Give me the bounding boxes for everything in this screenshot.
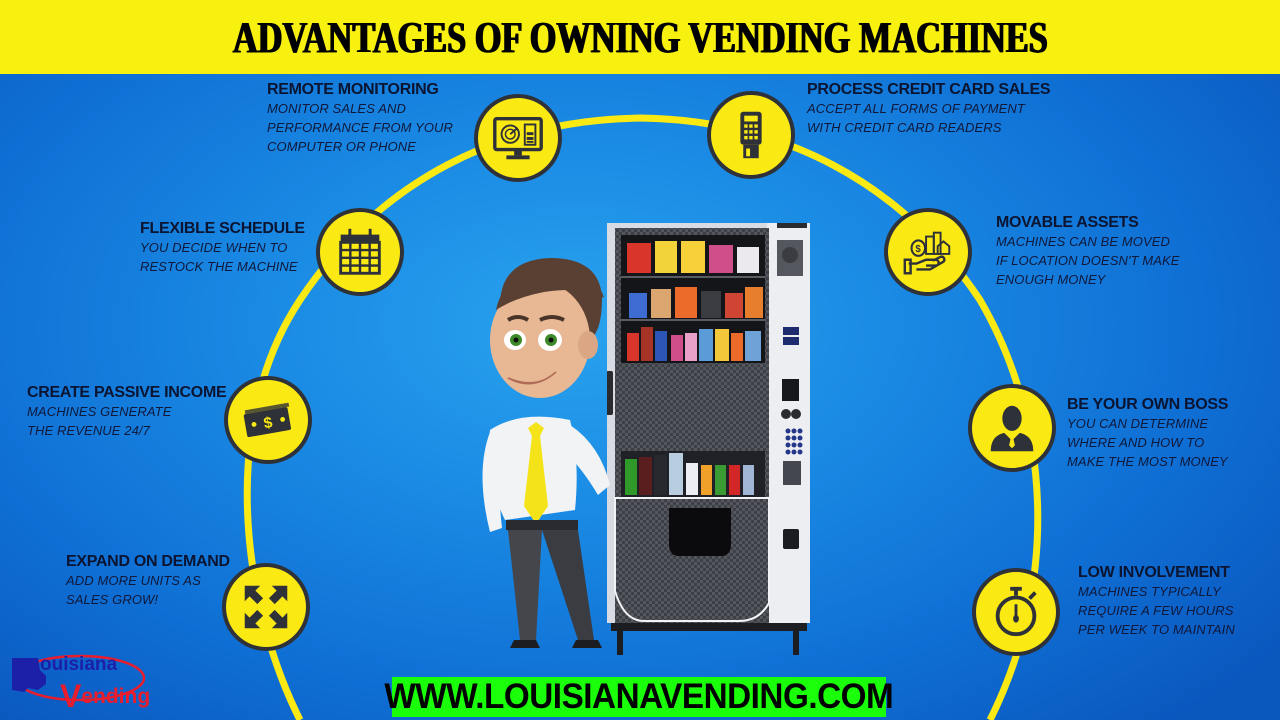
dollar-bill-icon: $ [224,376,312,464]
feature-desc-line: THE REVENUE 24/7 [27,423,150,438]
feature-title: MOVABLE ASSETS [996,214,1139,231]
feature-flexible-schedule: FLEXIBLE SCHEDULE YOU DECIDE WHEN TO RES… [140,220,305,276]
logo-text-vending: Vending [60,674,151,714]
logo-initial-v: V [60,678,82,714]
feature-title: LOW INVOLVEMENT [1078,564,1230,581]
page-title: ADVANTAGES OF OWNING VENDING MACHINES [232,12,1048,62]
hand-assets-icon: $ [884,208,972,296]
stopwatch-icon [972,568,1060,656]
title-banner: ADVANTAGES OF OWNING VENDING MACHINES [0,0,1280,74]
logo-text-ending: ending [81,685,151,708]
feature-desc-line: WHERE AND HOW TO [1067,435,1205,450]
feature-desc-line: ENOUGH MONEY [996,272,1106,287]
website-url-banner[interactable]: WWW.LOUISIANAVENDING.COM [385,677,894,717]
feature-title: CREATE PASSIVE INCOME [27,384,227,401]
feature-desc-line: MACHINES GENERATE [27,404,172,419]
feature-desc-line: SALES GROW! [66,592,159,607]
feature-title: REMOTE MONITORING [267,81,439,98]
feature-desc-line: COMPUTER OR PHONE [267,139,417,154]
feature-desc-line: MAKE THE MOST MONEY [1067,454,1228,469]
feature-desc-line: PER WEEK TO MAINTAIN [1078,622,1235,637]
feature-expand-demand: EXPAND ON DEMAND ADD MORE UNITS AS SALES… [66,553,230,609]
feature-desc-line: YOU DECIDE WHEN TO [140,240,288,255]
louisiana-vending-logo: ouisiana Vending [8,648,151,714]
feature-remote-monitoring: REMOTE MONITORING MONITOR SALES AND PERF… [267,81,453,156]
feature-desc-line: ADD MORE UNITS AS [66,573,201,588]
feature-desc-line: RESTOCK THE MACHINE [140,259,298,274]
businessman-icon [968,384,1056,472]
logo-text-louisiana: ouisiana [40,654,118,675]
feature-own-boss: BE YOUR OWN BOSS YOU CAN DETERMINE WHERE… [1067,396,1228,471]
feature-desc-line: MONITOR SALES AND [267,101,406,116]
feature-desc-line: WITH CREDIT CARD READERS [807,120,1002,135]
feature-credit-card: PROCESS CREDIT CARD SALES ACCEPT ALL FOR… [807,81,1051,137]
feature-desc-line: PERFORMANCE FROM YOUR [267,120,454,135]
feature-passive-income: CREATE PASSIVE INCOME MACHINES GENERATE … [27,384,227,440]
feature-desc-line: ACCEPT ALL FORMS OF PAYMENT [807,101,1025,116]
vending-machine-illustration [607,223,810,655]
feature-title: EXPAND ON DEMAND [66,553,230,570]
expand-arrows-icon [222,563,310,651]
businessman-mascot-illustration [482,258,610,648]
feature-title: FLEXIBLE SCHEDULE [140,220,305,237]
calendar-icon [316,208,404,296]
feature-desc-line: MACHINES TYPICALLY [1078,584,1221,599]
feature-title: BE YOUR OWN BOSS [1067,396,1229,413]
card-reader-icon [707,91,795,179]
feature-movable-assets: MOVABLE ASSETS MACHINES CAN BE MOVED IF … [996,214,1180,289]
feature-desc-line: MACHINES CAN BE MOVED [996,234,1171,249]
svg-text:$: $ [915,244,921,255]
feature-desc-line: IF LOCATION DOESN'T MAKE [996,253,1180,268]
feature-low-involvement: LOW INVOLVEMENT MACHINES TYPICALLY REQUI… [1078,564,1235,639]
feature-desc-line: REQUIRE A FEW HOURS [1078,603,1234,618]
feature-desc-line: YOU CAN DETERMINE [1067,416,1209,431]
svg-text:$: $ [262,414,274,432]
monitor-radar-icon [474,94,562,182]
website-url-link[interactable]: WWW.LOUISIANAVENDING.COM [384,677,894,716]
feature-title: PROCESS CREDIT CARD SALES [807,81,1051,98]
logo-graphic [12,654,146,702]
